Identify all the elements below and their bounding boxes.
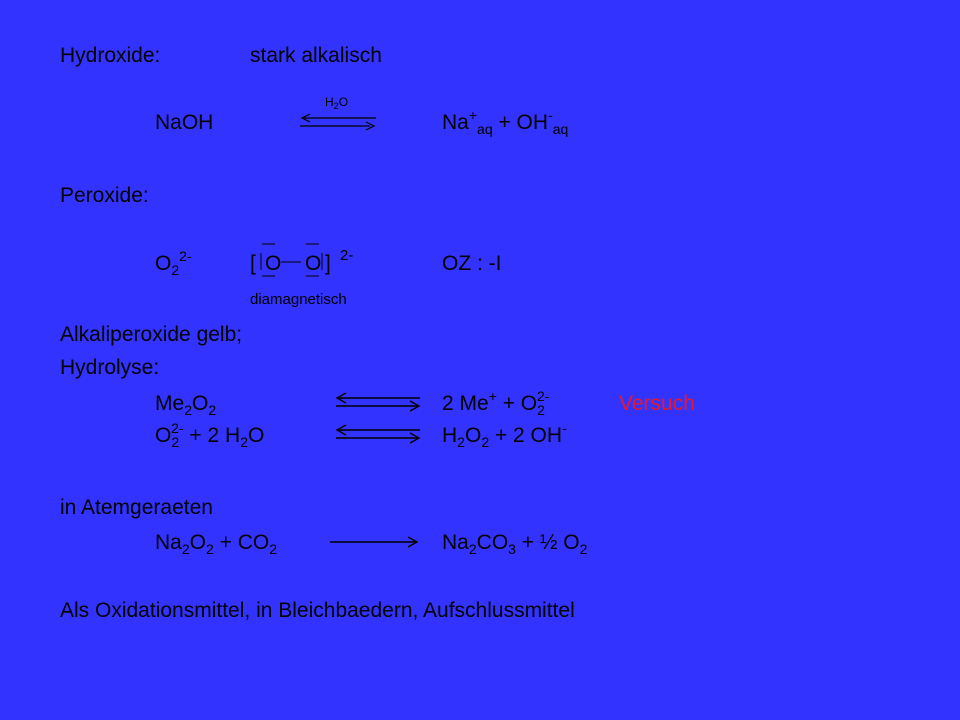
atemgeraete-label: in Atemgeraeten (60, 496, 213, 519)
hydroxide-property: stark alkalisch (250, 44, 382, 67)
alkaliperoxide-color: Alkaliperoxide gelb; (60, 323, 243, 346)
naoh-formula: NaOH (155, 111, 214, 134)
uses-line: Als Oxidationsmittel, in Bleichbaedern, … (60, 599, 575, 622)
reaction-3-educt: Na2O2 + CO2 (155, 531, 278, 557)
equilibrium-arrow-2 (335, 424, 421, 444)
lewis-bracket-open: [ (250, 252, 256, 275)
lewis-charge: 2- (340, 247, 354, 264)
versuch-note: Versuch (619, 392, 695, 415)
water-catalyst-label: H2O (325, 95, 349, 111)
lewis-bracket-close: ] (325, 252, 331, 275)
reaction-arrow-3 (330, 536, 419, 548)
peroxide-ion: O22- (155, 248, 192, 278)
reaction-1-educt: Me2O2 (155, 392, 217, 418)
lewis-oxygen-1: O (265, 252, 282, 275)
equilibrium-arrow-naoh (300, 113, 376, 131)
equilibrium-arrow-1 (335, 392, 421, 412)
magnetism-note: diamagnetisch (250, 291, 347, 308)
peroxide-label: Peroxide: (60, 184, 149, 207)
reaction-2-product: H2O2 + 2 OH- (442, 420, 567, 450)
reaction-2-educt: O22- + 2 H2O (155, 420, 265, 450)
oxidation-state: OZ : -I (442, 252, 502, 275)
lewis-oxygen-2: O (305, 252, 322, 275)
hydrolyse-label: Hydrolyse: (60, 356, 160, 379)
lewis-electron-pairs (260, 243, 323, 277)
reaction-3-product: Na2CO3 + ½ O2 (442, 531, 588, 557)
naoh-products: Na+aq + OH-aq (442, 107, 569, 137)
reaction-1-product: 2 Me+ + O22- (442, 388, 550, 418)
hydroxide-label: Hydroxide: (60, 44, 161, 67)
